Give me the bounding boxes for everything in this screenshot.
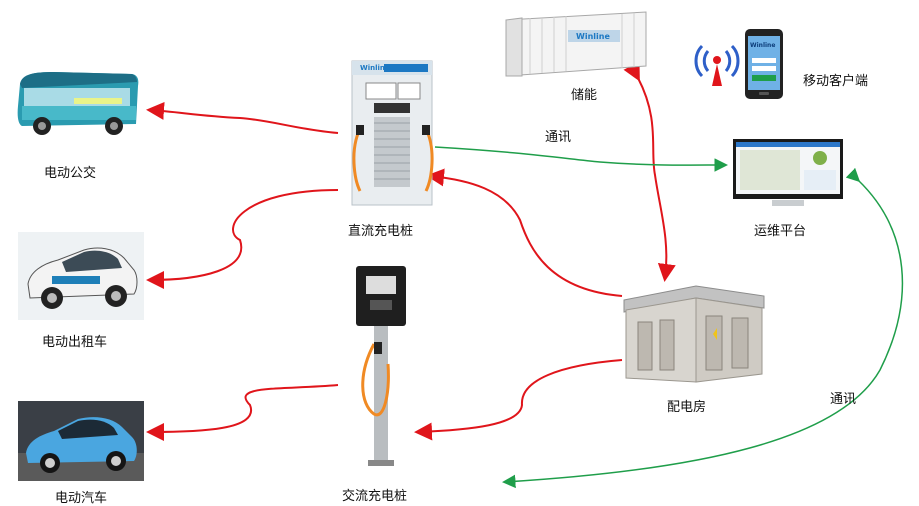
link-platform-ac bbox=[502, 167, 904, 489]
storage-label: 储能 bbox=[571, 88, 598, 103]
dc-pile-illustration: Winline bbox=[344, 59, 434, 207]
link-storage-substation bbox=[623, 61, 676, 282]
platform-label: 运维平台 bbox=[754, 224, 807, 239]
car-illustration bbox=[18, 401, 144, 481]
ac-pile-illustration bbox=[344, 264, 420, 468]
ac-pile-label: 交流充电桩 bbox=[342, 489, 408, 504]
smartphone-icon: Winline bbox=[744, 28, 784, 100]
mobile-label: 移动客户端 bbox=[803, 74, 869, 89]
bus-label: 电动公交 bbox=[44, 166, 97, 181]
taxi-illustration bbox=[18, 232, 144, 320]
comm-label-top: 通讯 bbox=[545, 130, 572, 145]
bus-illustration bbox=[14, 66, 140, 142]
link-dc-to-taxi bbox=[146, 189, 339, 289]
substation-label: 配电房 bbox=[667, 400, 707, 415]
link-ac-to-car bbox=[146, 384, 339, 441]
dc-pile-label: 直流充电桩 bbox=[348, 224, 414, 239]
link-substation-to-ac bbox=[414, 359, 623, 441]
link-dc-to-bus bbox=[146, 101, 339, 134]
comm-label-right: 通讯 bbox=[830, 392, 857, 407]
taxi-label: 电动出租车 bbox=[42, 335, 108, 350]
storage-logo: Winline bbox=[576, 32, 610, 41]
storage-illustration: Winline bbox=[502, 10, 648, 78]
mobile-logo: Winline bbox=[750, 42, 776, 49]
car-label: 电动汽车 bbox=[55, 491, 108, 506]
link-dc-to-platform bbox=[434, 146, 728, 172]
link-substation-to-dc bbox=[426, 168, 623, 297]
substation-illustration bbox=[620, 282, 766, 386]
wifi-signal-icon bbox=[694, 38, 740, 88]
monitor-illustration bbox=[732, 138, 844, 208]
dc-pile-logo: Winline bbox=[360, 64, 390, 72]
